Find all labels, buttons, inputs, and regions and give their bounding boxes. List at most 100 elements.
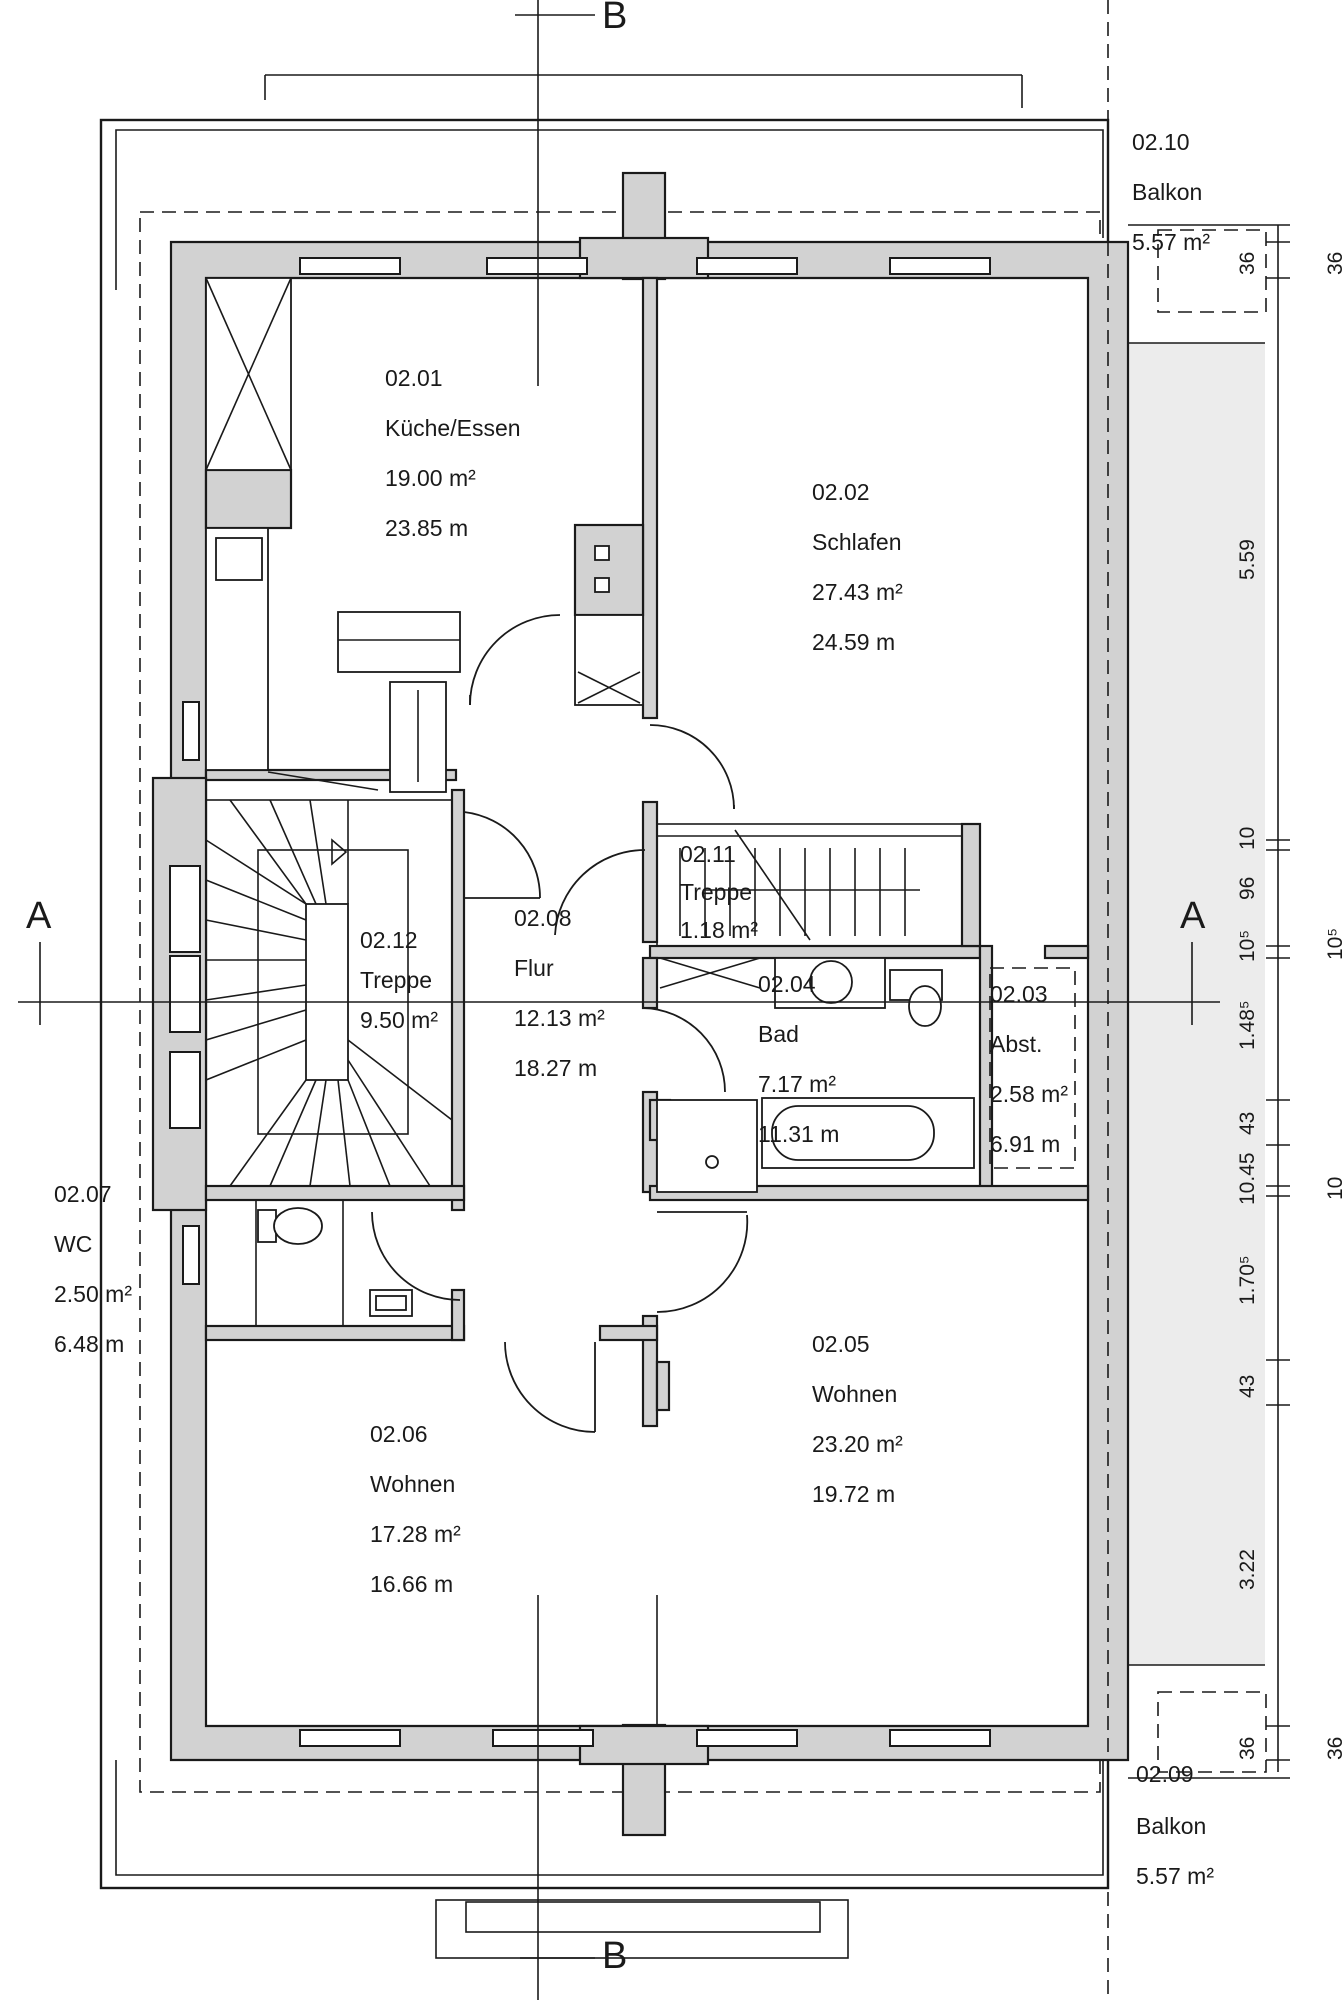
window-top-4 bbox=[889, 257, 991, 275]
section-a-left-label: A bbox=[26, 895, 52, 937]
door-living-right bbox=[656, 1214, 749, 1313]
dim-1045: 10.45 bbox=[1236, 1152, 1259, 1205]
kitchen-cabinet-x2 bbox=[205, 277, 292, 471]
room-0206-id: 02.06 bbox=[370, 1421, 428, 1447]
stair-tread-2 bbox=[205, 879, 307, 921]
room-0206-name: Wohnen bbox=[370, 1471, 455, 1497]
room-0207-name: WC bbox=[54, 1231, 92, 1257]
balcony-box-top bbox=[1157, 229, 1267, 313]
dim-170: 1.70⁵ bbox=[1236, 1255, 1259, 1305]
window-top-2 bbox=[486, 257, 588, 275]
balcony-top-line bbox=[115, 129, 1104, 290]
wall-stair02-11-left bbox=[641, 800, 659, 944]
window-left-5 bbox=[182, 1225, 200, 1285]
stair-arrow-box bbox=[257, 849, 409, 1135]
room-0201-perimeter: 23.85 m bbox=[385, 515, 468, 541]
window-top-3 bbox=[696, 257, 798, 275]
room-0203-area: 2.58 m² bbox=[990, 1081, 1068, 1107]
wall-kitchen-cabinet bbox=[573, 523, 645, 617]
stair-tread-1 bbox=[205, 839, 307, 905]
stair-tread-7 bbox=[205, 1039, 307, 1081]
window-bottom-2 bbox=[492, 1729, 594, 1747]
dim-43a: 43 bbox=[1236, 1112, 1259, 1135]
stair-tread-11 bbox=[337, 1079, 351, 1187]
stair-0211-outline bbox=[656, 823, 963, 947]
door-stair bbox=[463, 811, 541, 899]
stair-arrow-head bbox=[331, 838, 348, 866]
room-0209-id: 02.09 bbox=[1136, 1761, 1194, 1787]
room-0206-area: 17.28 m² bbox=[370, 1521, 461, 1547]
window-bottom-4 bbox=[889, 1729, 991, 1747]
room-0201-id: 02.01 bbox=[385, 365, 443, 391]
wall-bedroom-bottom-right bbox=[960, 822, 982, 948]
room-0207-id: 02.07 bbox=[54, 1181, 112, 1207]
dim-edge-36-bottom: 36 bbox=[1324, 1737, 1344, 1760]
wall-abst-top bbox=[1043, 944, 1090, 960]
window-bottom-1 bbox=[299, 1729, 401, 1747]
door-stair0211 bbox=[554, 849, 646, 936]
balcony-bottom-line bbox=[115, 1760, 1104, 1876]
stair-tread-3 bbox=[205, 919, 307, 941]
room-0206-perimeter: 16.66 m bbox=[370, 1571, 453, 1597]
stair-0211-diag bbox=[734, 829, 811, 941]
window-top-1 bbox=[299, 257, 401, 275]
room-0212-area: 9.50 m² bbox=[360, 1007, 438, 1033]
window-left-1 bbox=[182, 701, 200, 761]
stair-tread-10 bbox=[309, 1079, 327, 1187]
room-0208-perimeter: 18.27 m bbox=[514, 1055, 597, 1081]
room-0204-name: Bad bbox=[758, 1021, 799, 1047]
window-bottom-3 bbox=[696, 1729, 798, 1747]
dim-edge-36-top: 36 bbox=[1324, 252, 1344, 275]
room-0203-id: 02.03 bbox=[990, 981, 1048, 1007]
room-0209-name: Balkon bbox=[1136, 1813, 1206, 1839]
room-0205-id: 02.05 bbox=[812, 1331, 870, 1357]
door-wc bbox=[371, 1211, 461, 1301]
dim-322: 3.22 bbox=[1236, 1549, 1259, 1590]
kitchen-hob-unit bbox=[574, 614, 644, 706]
door-kitchen bbox=[469, 614, 561, 706]
chimney-bottom-cap bbox=[578, 1724, 710, 1766]
wall-wc-bottom bbox=[204, 1324, 466, 1342]
stair-tread-15 bbox=[229, 799, 307, 905]
stair-tread-5 bbox=[205, 984, 307, 1001]
room-0203-perimeter: 6.91 m bbox=[990, 1131, 1060, 1157]
bottom-bracket-inner bbox=[465, 1901, 821, 1933]
stair-tread-17 bbox=[309, 799, 327, 905]
balcony-box-bottom bbox=[1157, 1691, 1267, 1773]
wall-wc-right bbox=[450, 1288, 466, 1342]
kitchen-table bbox=[337, 611, 461, 673]
room-0208-area: 12.13 m² bbox=[514, 1005, 605, 1031]
room-0211-area: 1.18 m² bbox=[680, 917, 758, 943]
shower-drain bbox=[705, 1155, 719, 1169]
section-b-bottom-label: B bbox=[602, 1935, 627, 1977]
room-0211-id: 02.11 bbox=[680, 841, 736, 867]
toilet-bowl bbox=[908, 985, 942, 1027]
stair-tread-14 bbox=[347, 1039, 453, 1121]
room-0205-name: Wohnen bbox=[812, 1381, 897, 1407]
chimney-top-cap bbox=[578, 236, 710, 280]
room-0203-name: Abst. bbox=[990, 1031, 1042, 1057]
window-left-3 bbox=[169, 955, 201, 1033]
room-0204-area: 7.17 m² bbox=[758, 1071, 836, 1097]
room-0212-name: Treppe bbox=[360, 967, 432, 993]
room-0202-name: Schlafen bbox=[812, 529, 902, 555]
shower-tray bbox=[656, 1099, 758, 1193]
wall-stair-right bbox=[450, 788, 466, 1212]
outer-wall bbox=[169, 240, 1130, 1762]
room-0210-id: 02.10 bbox=[1132, 129, 1190, 155]
room-0208-id: 02.08 bbox=[514, 905, 572, 931]
room-0201-name: Küche/Essen bbox=[385, 415, 521, 441]
window-left-2 bbox=[169, 865, 201, 953]
room-0202-area: 27.43 m² bbox=[812, 579, 903, 605]
room-0209-area: 5.57 m² bbox=[1136, 1863, 1214, 1889]
room-0202-perimeter: 24.59 m bbox=[812, 629, 895, 655]
stair-tread-16 bbox=[269, 799, 317, 905]
kitchen-sink bbox=[215, 537, 263, 581]
counter-diag bbox=[267, 771, 379, 791]
room-0204-perimeter: 11.31 m bbox=[758, 1121, 839, 1147]
wc-toilet-bowl bbox=[273, 1207, 323, 1245]
wall-stair-bottom bbox=[204, 1184, 466, 1202]
wall-bath-top bbox=[648, 944, 982, 960]
wall-bath-left bbox=[641, 956, 659, 1010]
